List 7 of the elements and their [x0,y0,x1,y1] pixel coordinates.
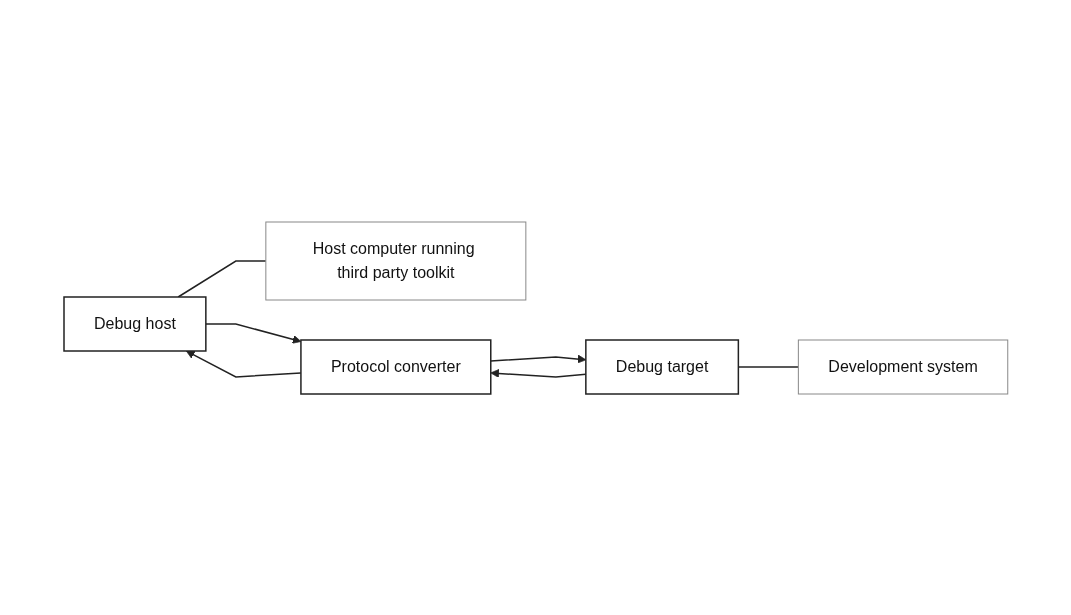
node-box: Development system [797,339,1008,394]
node-box: Protocol converter [299,338,492,395]
connector [177,259,267,298]
node-box: Host computer running third party toolkit [264,221,526,300]
node-box: Debug host [62,295,207,352]
connector [737,365,799,368]
node-box: Debug target [584,338,739,395]
